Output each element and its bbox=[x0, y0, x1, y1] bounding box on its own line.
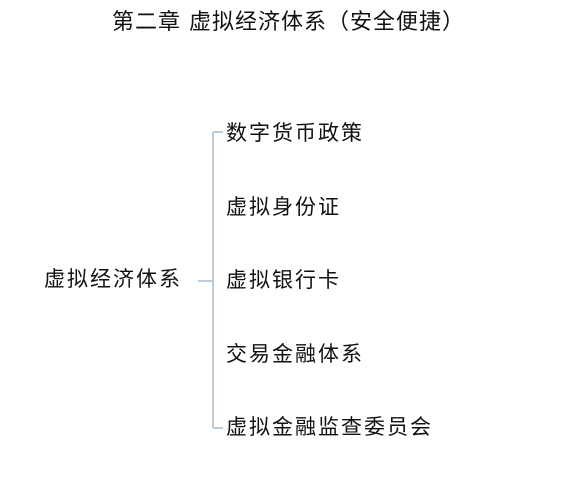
branch-item-virtual-id: 虚拟身份证 bbox=[226, 195, 341, 219]
branch-item-virtual-finance-supervision-committee: 虚拟金融监查委员会 bbox=[226, 415, 433, 439]
root-node: 虚拟经济体系 bbox=[44, 267, 182, 291]
branch-item-transaction-finance-system: 交易金融体系 bbox=[226, 342, 364, 366]
branch-item-virtual-bank-card: 虚拟银行卡 bbox=[226, 268, 341, 292]
chapter-title: 第二章 虚拟经济体系（安全便捷） bbox=[112, 10, 465, 35]
branch-item-digital-currency-policy: 数字货币政策 bbox=[226, 121, 364, 145]
